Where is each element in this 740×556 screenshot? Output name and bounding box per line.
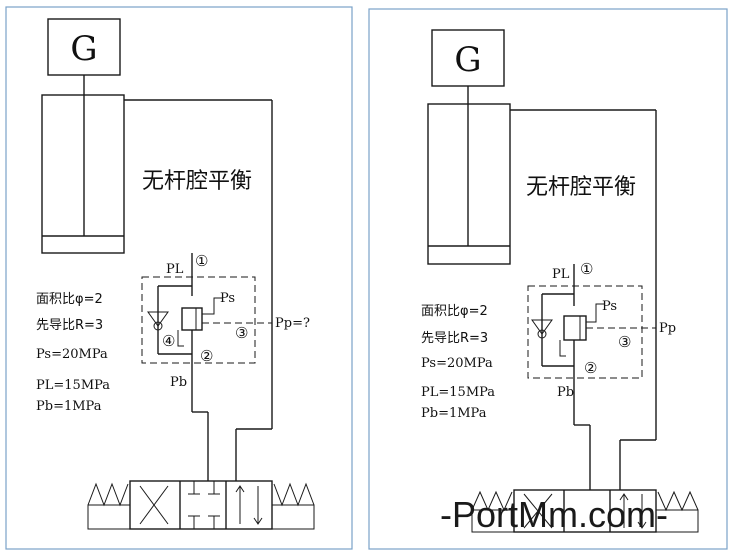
right-check-valve-icon bbox=[531, 319, 553, 335]
right-pl-label: PL bbox=[552, 267, 570, 282]
left-param-ps: Ps=20MPa bbox=[36, 347, 108, 362]
left-dv-arrowhead2 bbox=[253, 517, 263, 525]
right-dv-spring-left bbox=[471, 490, 513, 512]
right-param-area-ratio: 面积比φ=2 bbox=[421, 304, 488, 319]
left-dv-arrowhead1 bbox=[235, 485, 245, 493]
right-dv-cross2 bbox=[523, 493, 553, 529]
left-dv-body bbox=[129, 480, 273, 530]
right-pb-label: Pb bbox=[557, 385, 574, 400]
right-port-3: ③ bbox=[618, 333, 631, 351]
left-ps-pilot bbox=[202, 297, 222, 315]
right-ps-label: Ps bbox=[602, 299, 617, 314]
left-title: 无杆腔平衡 bbox=[142, 169, 252, 194]
left-pb-label: Pb bbox=[170, 375, 187, 390]
right-param-pilot-ratio: 先导比R=3 bbox=[421, 331, 488, 346]
left-check-valve-icon bbox=[147, 311, 169, 327]
left-panel-frame bbox=[5, 6, 353, 550]
left-pp-label: Pp=? bbox=[275, 316, 310, 331]
left-param-pb: Pb=1MPa bbox=[36, 399, 102, 414]
left-dv-spring-left bbox=[87, 482, 129, 507]
left-spool bbox=[181, 307, 203, 331]
right-directional-valve bbox=[471, 489, 699, 533]
right-param-pl: PL=15MPa bbox=[421, 385, 495, 400]
left-dv-center bbox=[188, 481, 220, 529]
right-port-1: ① bbox=[580, 260, 593, 278]
right-title: 无杆腔平衡 bbox=[526, 175, 636, 200]
right-dv-solenoid-right bbox=[655, 509, 699, 533]
left-generator-label: G bbox=[70, 29, 97, 69]
right-check-ball-icon bbox=[537, 329, 547, 339]
left-param-pilot-ratio: 先导比R=3 bbox=[36, 318, 103, 333]
right-panel: G 无杆腔平衡 PL ① Ps Pp ③ ② Pb 面积比φ=2 先导比R= bbox=[368, 8, 728, 550]
right-pp-label: Pp bbox=[659, 321, 676, 336]
left-panel: G 无杆腔平衡 PL ① Ps Pp=? ④ ③ ② Pb bbox=[5, 6, 353, 550]
left-dv-solenoid-left bbox=[87, 504, 131, 530]
left-param-area-ratio: 面积比φ=2 bbox=[36, 292, 103, 307]
right-panel-frame bbox=[368, 8, 728, 550]
left-drain-icon bbox=[177, 330, 184, 347]
right-cylinder bbox=[427, 103, 511, 265]
left-port-2: ② bbox=[200, 347, 213, 365]
left-port-1: ① bbox=[195, 252, 208, 270]
left-dv-solenoid-right bbox=[271, 504, 315, 530]
left-param-pl: PL=15MPa bbox=[36, 378, 110, 393]
right-spool bbox=[563, 315, 587, 341]
left-port-4: ④ bbox=[162, 332, 175, 350]
right-port-2: ② bbox=[584, 359, 597, 377]
left-check-ball-icon bbox=[153, 321, 163, 331]
left-directional-valve bbox=[87, 480, 315, 530]
right-dv-spring-right bbox=[657, 490, 699, 512]
left-port-3: ③ bbox=[235, 324, 248, 342]
right-dv-solenoid-left bbox=[471, 509, 515, 533]
right-drain-icon bbox=[559, 340, 566, 357]
right-dv-arrowhead1 bbox=[619, 493, 629, 501]
left-dv-cross2 bbox=[139, 485, 169, 525]
left-pl-label: PL bbox=[166, 262, 184, 277]
left-cylinder bbox=[41, 94, 125, 254]
left-ps-label: Ps bbox=[220, 291, 235, 306]
right-param-ps: Ps=20MPa bbox=[421, 356, 493, 371]
watermark-text: -PortMm.com- bbox=[440, 494, 668, 535]
right-param-pb: Pb=1MPa bbox=[421, 406, 487, 421]
right-valve-envelope bbox=[527, 285, 643, 379]
right-dv-arrowhead2 bbox=[637, 521, 647, 529]
left-valve-envelope bbox=[141, 276, 256, 364]
right-ps-pilot bbox=[586, 303, 604, 323]
left-dv-spring-right bbox=[273, 482, 315, 507]
right-generator-label: G bbox=[454, 40, 481, 80]
